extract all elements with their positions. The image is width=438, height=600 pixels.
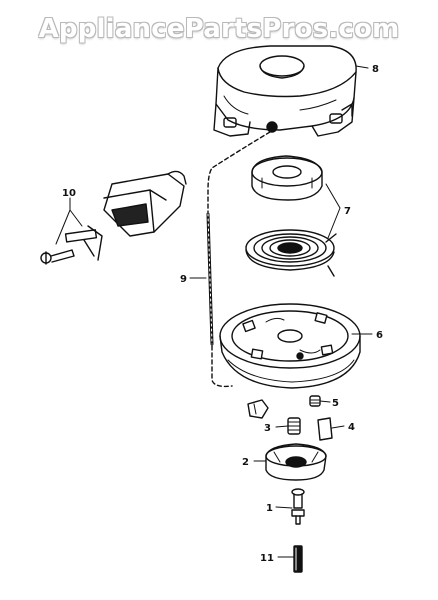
spring-5	[309, 395, 321, 407]
spring-retainer	[251, 155, 323, 201]
callout-11: 11	[260, 553, 274, 564]
retainer-cup	[265, 443, 327, 481]
callout-3: 3	[264, 423, 271, 434]
callout-5: 5	[332, 398, 339, 409]
pulley	[219, 303, 361, 389]
callout-8: 8	[372, 64, 379, 75]
starter-handle	[40, 170, 187, 265]
callout-1: 1	[266, 503, 273, 514]
dog	[247, 399, 333, 441]
callout-2: 2	[242, 457, 249, 468]
callout-9: 9	[180, 274, 187, 285]
callout-10: 10	[62, 188, 76, 199]
spring-3	[287, 417, 301, 435]
callout-labels: 8 10 7 9 6 5 3 4 2 1 11	[62, 64, 383, 564]
callout-7: 7	[344, 206, 351, 217]
watermark-logo: AppliancePartsPros.com	[38, 14, 400, 44]
leader-lines	[55, 65, 373, 558]
starter-rope	[206, 131, 271, 388]
recoil-spring	[245, 229, 337, 277]
callout-6: 6	[376, 330, 383, 341]
screw	[291, 488, 305, 525]
callout-4: 4	[348, 422, 355, 433]
pin	[293, 545, 303, 573]
starter-housing	[213, 45, 357, 137]
